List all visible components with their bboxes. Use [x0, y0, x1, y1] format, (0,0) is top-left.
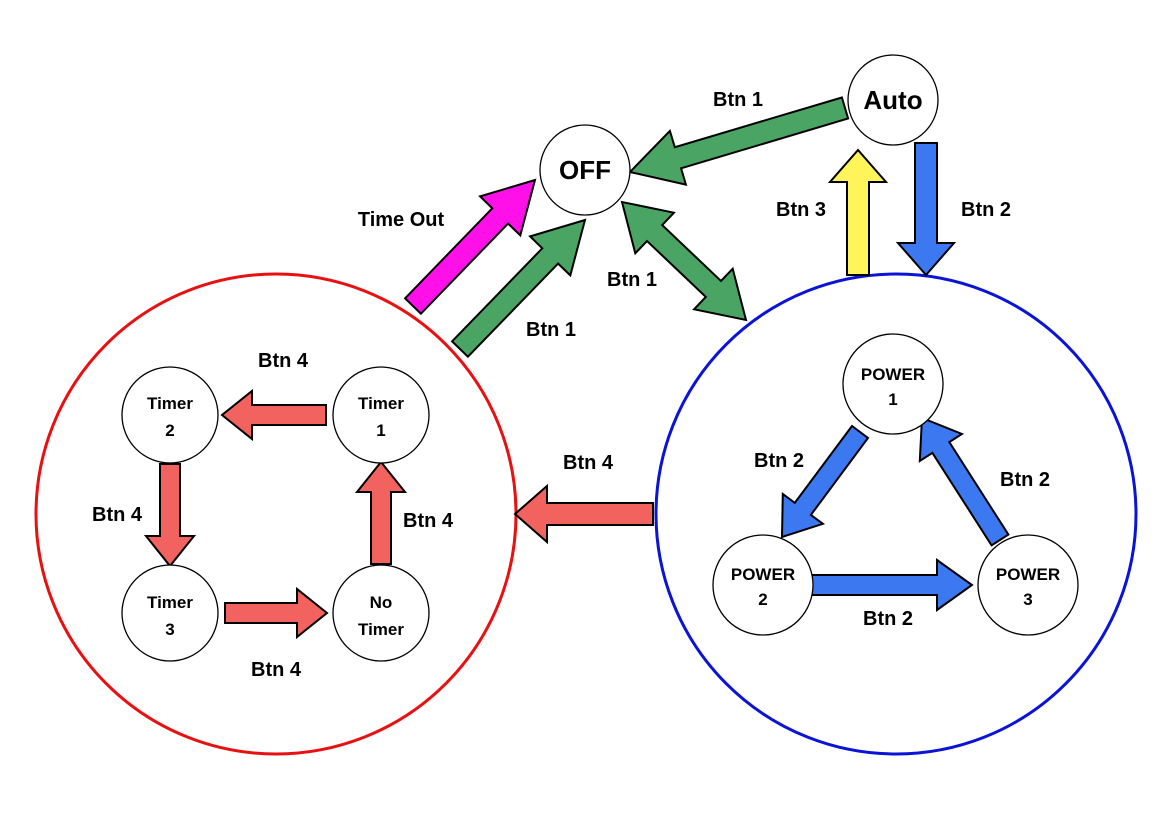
label-timeout: Time Out [358, 209, 445, 231]
label-auto-to-power: Btn 2 [961, 199, 1011, 221]
timer-3-line-1: Timer [147, 593, 193, 612]
state-off-label: OFF [559, 155, 611, 185]
arrow-notimer-to-timer1 [354, 460, 408, 565]
label-timer3-to-notimer: Btn 4 [251, 659, 302, 681]
arrow-timer3-to-notimer [224, 586, 329, 640]
state-timer-1: Timer 1 [332, 366, 430, 464]
label-auto-to-off: Btn 1 [713, 89, 763, 111]
arrows-layer [143, 96, 1010, 640]
power-1-line-2: 1 [888, 390, 897, 409]
arrow-power2-to-power3 [811, 558, 974, 612]
label-power1-to-power2: Btn 2 [754, 450, 804, 472]
label-off-to-auto: Btn 3 [776, 199, 826, 221]
timer-2-line-1: Timer [147, 394, 193, 413]
label-timer-to-off: Btn 1 [526, 319, 576, 341]
state-power-3: POWER 3 [977, 534, 1079, 636]
power-2-line-2: 2 [758, 590, 767, 609]
arrow-timer-to-off [450, 218, 587, 359]
arrow-auto-to-power [895, 142, 957, 277]
label-off-power: Btn 1 [607, 269, 657, 291]
power-1-line-1: POWER [861, 365, 925, 384]
power-3-line-2: 3 [1023, 590, 1032, 609]
arrow-power3-to-power1 [918, 416, 1010, 547]
arrow-power-to-timer [513, 483, 654, 545]
label-power-to-timer: Btn 4 [563, 452, 614, 474]
no-timer-line-1: No [370, 593, 393, 612]
timer-3-line-2: 3 [165, 620, 174, 639]
power-2-line-1: POWER [731, 565, 795, 584]
no-timer-line-2: Timer [358, 620, 404, 639]
power-group-circle [654, 272, 1138, 756]
label-timer1-to-timer2: Btn 4 [258, 350, 309, 372]
state-power-2: POWER 2 [712, 534, 814, 636]
arrow-timer2-to-timer3 [143, 463, 197, 568]
arrow-auto-to-off [628, 96, 850, 186]
label-power3-to-power1: Btn 2 [1000, 469, 1050, 491]
state-timer-3: Timer 3 [121, 564, 219, 662]
arrow-off-to-auto [827, 148, 889, 276]
state-timer-2: Timer 2 [121, 366, 219, 464]
state-auto: Auto [847, 54, 939, 146]
arrow-off-power [620, 200, 748, 322]
arrow-timeout [403, 178, 537, 316]
label-notimer-to-timer1: Btn 4 [403, 510, 454, 532]
label-power2-to-power3: Btn 2 [863, 608, 913, 630]
timer-1-line-2: 1 [376, 421, 385, 440]
arrow-power1-to-power2 [780, 424, 870, 539]
state-off: OFF [539, 124, 631, 216]
arrow-timer1-to-timer2 [220, 388, 327, 442]
power-3-line-1: POWER [996, 565, 1060, 584]
state-no-timer: No Timer [332, 564, 430, 662]
timer-2-line-2: 2 [165, 421, 174, 440]
state-power-1: POWER 1 [842, 333, 944, 435]
label-timer2-to-timer3: Btn 4 [92, 504, 143, 526]
timer-1-line-1: Timer [358, 394, 404, 413]
state-auto-label: Auto [863, 85, 922, 115]
